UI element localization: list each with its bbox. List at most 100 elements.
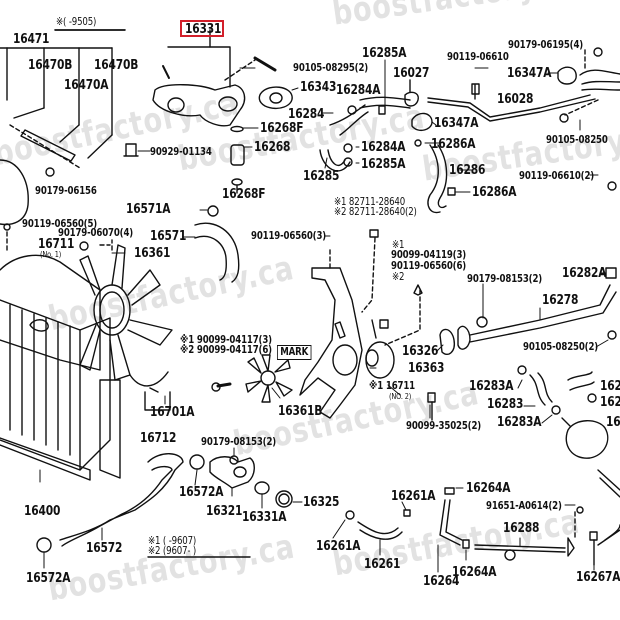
part-label-16572[interactable]: 16572 (86, 541, 123, 556)
part-label-90119-06560-6[interactable]: 90119-06560(6) (391, 260, 467, 272)
part-label-16268f[interactable]: 16268F (222, 187, 266, 202)
note-bottom-2: ※2 (9607- ) (148, 545, 197, 557)
part-label-90929-01134[interactable]: 90929-01134 (150, 146, 212, 158)
part-label-16571a[interactable]: 16571A (126, 202, 171, 217)
bracket-16471 (0, 29, 126, 159)
part-label-16283a[interactable]: 16283A (497, 415, 542, 430)
part-label-16347a[interactable]: 16347A (434, 116, 479, 131)
part-label-16264a[interactable]: 16264A (466, 481, 511, 496)
fan-motor-16363 (365, 319, 395, 379)
part-label-90105-08250-2[interactable]: 90105-08250(2) (523, 341, 599, 353)
part-label-16325[interactable]: 16325 (303, 495, 340, 510)
part-label-16283a[interactable]: 16283A (469, 379, 514, 394)
part-label-90099-04117-1[interactable]: ※1 90099-04117(3) (180, 334, 272, 346)
part-label-16361[interactable]: 16361 (134, 246, 171, 261)
part-label-90119-06560-3[interactable]: 90119-06560(3) (251, 230, 327, 242)
fan-16361 (79, 244, 173, 381)
part-label-16286a[interactable]: 16286A (472, 185, 517, 200)
gasket-16347a (557, 66, 577, 85)
part-label-16711-no2-note: (NO. 2) (389, 392, 412, 401)
part-label-91651-a0614[interactable]: 91651-A0614(2) (486, 500, 562, 512)
part-label-90099-35025[interactable]: 90099-35025(2) (406, 420, 482, 432)
part-label-90099-04119[interactable]: 90099-04119(3) (391, 249, 467, 261)
part-label-90119-06560-5[interactable]: 90119-06560(5) (22, 218, 98, 230)
part-label-16326[interactable]: 16326 (402, 344, 439, 359)
part-label-16-partial[interactable]: 16 (606, 415, 620, 430)
gasket-16347a (411, 112, 433, 132)
fan-16361b (245, 354, 293, 403)
gasket-16326 (439, 328, 456, 356)
part-label-16711[interactable]: 16711 (38, 237, 75, 252)
part-label-16261a[interactable]: 16261A (316, 539, 361, 554)
part-label-16284[interactable]: 16284 (288, 107, 325, 122)
part-label-82711-28640-1[interactable]: ※1 82711-28640 (334, 196, 406, 208)
part-label-90179-06195[interactable]: 90179-06195(4) (508, 39, 584, 51)
part-label-16027[interactable]: 16027 (393, 66, 430, 81)
part-label-16347a[interactable]: 16347A (507, 66, 552, 81)
part-label-16571[interactable]: 16571 (150, 229, 187, 244)
part-label-16701a[interactable]: 16701A (150, 405, 195, 420)
part-label-16264[interactable]: 16264 (423, 574, 460, 589)
part-label-90179-08153-2[interactable]: 90179-08153(2) (201, 436, 277, 448)
dashed-line (9, 124, 81, 169)
hose-16572 (59, 453, 184, 547)
gasket-16343 (258, 86, 293, 110)
part-label-16470a[interactable]: 16470A (64, 78, 109, 93)
water-inlet-16331 (152, 84, 246, 127)
part-label-16264a[interactable]: 16264A (452, 565, 497, 580)
part-label-16711-no2[interactable]: ※1 16711 (369, 380, 416, 392)
part-label-16284a[interactable]: 16284A (336, 83, 381, 98)
part-label-16285[interactable]: 16285 (303, 169, 340, 184)
hose-16283 (529, 372, 553, 406)
part-label-16572a[interactable]: 16572A (26, 571, 71, 586)
washer-16268f (230, 125, 244, 133)
part-label-16572a[interactable]: 16572A (179, 485, 224, 500)
part-label-162-partial[interactable]: 162 (600, 379, 620, 394)
part-label-16321[interactable]: 16321 (206, 504, 243, 519)
part-label-16470b[interactable]: 16470B (28, 58, 73, 73)
part-label-16343[interactable]: 16343 (300, 80, 337, 95)
part-label-16285a[interactable]: 16285A (362, 46, 407, 61)
part-label-90105-08250[interactable]: 90105-08250 (546, 134, 608, 146)
part-label-16471[interactable]: 16471 (13, 32, 50, 47)
fan-bracket-16711-no2 (299, 267, 363, 419)
part-label-16267a[interactable]: 16267A (576, 570, 620, 585)
part-label-16331a[interactable]: 16331A (242, 510, 287, 525)
part-label-82711-28640-2[interactable]: ※2 82711-28640(2) (334, 206, 417, 218)
gasket-16325 (275, 490, 293, 508)
part-label-16282a[interactable]: 16282A (562, 266, 607, 281)
part-label-90105-08295[interactable]: 90105-08295(2) (293, 62, 369, 74)
radiator-16400 (0, 254, 121, 481)
part-label-16268[interactable]: 16268 (254, 140, 291, 155)
part-label-16286[interactable]: 16286 (449, 163, 486, 178)
part-label-90119-06610-2[interactable]: 90119-06610(2) (519, 170, 595, 182)
part-label-90179-06156[interactable]: 90179-06156 (35, 185, 97, 197)
part-label-90179-06070[interactable]: 90179-06070(4) (58, 227, 134, 239)
part-label-162-partial[interactable]: 162 (600, 395, 620, 410)
part-label-16712[interactable]: 16712 (140, 431, 177, 446)
part-label-16400[interactable]: 16400 (24, 504, 61, 519)
part-label-16288[interactable]: 16288 (503, 521, 540, 536)
pipe-16278 (457, 284, 617, 350)
part-label-16283[interactable]: 16283 (487, 397, 524, 412)
part-label-90099-04117-2[interactable]: ※2 90099-04117(6) (180, 344, 272, 356)
part-label-16278[interactable]: 16278 (542, 293, 579, 308)
part-label-90179-08153[interactable]: 90179-08153(2) (467, 273, 543, 285)
part-label-16261a[interactable]: 16261A (391, 489, 436, 504)
part-label-16268f[interactable]: 16268F (260, 121, 304, 136)
part-label-16286a[interactable]: 16286A (431, 137, 476, 152)
part-label-16028[interactable]: 16028 (497, 92, 534, 107)
highlight-box (180, 20, 224, 37)
part-label-16363[interactable]: 16363 (408, 361, 445, 376)
part-label-16261[interactable]: 16261 (364, 557, 401, 572)
mark-label: MARK (277, 345, 312, 360)
part-label-16284a[interactable]: 16284A (361, 140, 406, 155)
part-label-16470b[interactable]: 16470B (94, 58, 139, 73)
part-label-16331[interactable]: 16331 (185, 22, 222, 37)
part-label-90119-06610[interactable]: 90119-06610 (447, 51, 509, 63)
part-label-16285a[interactable]: 16285A (361, 157, 406, 172)
note-marker-1: ※1 (392, 239, 405, 251)
part-label-16361b[interactable]: 16361B (278, 404, 323, 419)
hose-16261 (357, 521, 403, 540)
